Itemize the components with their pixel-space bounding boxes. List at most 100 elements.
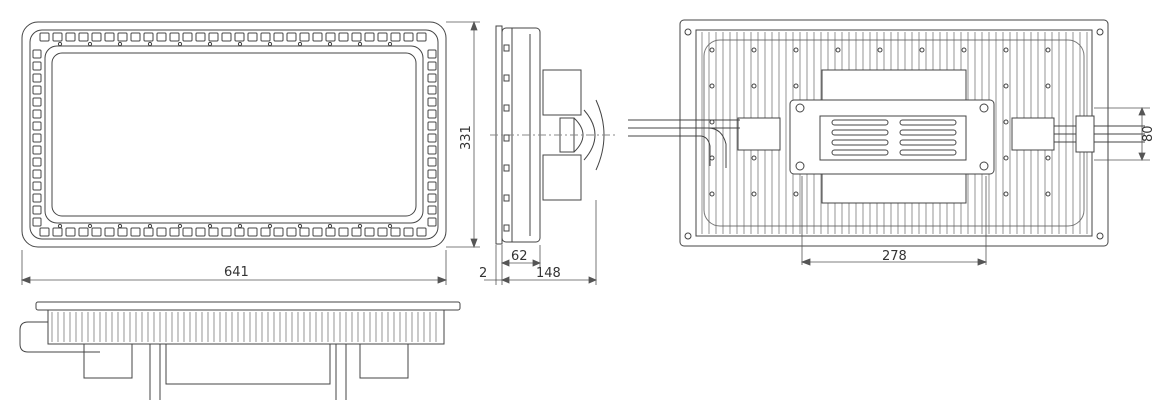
front-slot — [427, 49, 437, 59]
front-slot — [143, 227, 154, 237]
bracket-slot — [899, 119, 957, 126]
front-slot — [312, 32, 323, 42]
bottom-heatsink-base — [47, 309, 445, 345]
front-screw — [357, 41, 363, 47]
back-cable-left — [628, 119, 740, 168]
front-slot — [52, 227, 63, 237]
bracket-slots — [795, 103, 989, 171]
front-slot — [169, 227, 180, 237]
side-tick — [503, 74, 510, 82]
front-slot — [273, 227, 284, 237]
front-slot — [390, 227, 401, 237]
bottom-frame-lip — [35, 301, 461, 311]
front-slot — [32, 97, 42, 107]
front-slot — [32, 133, 42, 143]
front-slot — [169, 32, 180, 42]
front-slot — [364, 32, 375, 42]
front-slot — [247, 227, 258, 237]
front-screw — [147, 41, 153, 47]
front-slot — [312, 227, 323, 237]
front-slot — [427, 145, 437, 155]
back-fin-hole — [919, 47, 925, 53]
back-fin-hole — [709, 119, 715, 125]
bracket-slot — [899, 139, 957, 146]
bracket-bolt — [979, 103, 989, 113]
back-cable-clamp — [1075, 115, 1095, 153]
dim-2-label: 2 — [479, 266, 487, 281]
front-slot — [32, 169, 42, 179]
front-slot — [247, 32, 258, 42]
back-fin-hole — [751, 83, 757, 89]
front-slot — [260, 227, 271, 237]
front-slot — [156, 32, 167, 42]
front-screw — [267, 41, 273, 47]
front-slot — [208, 32, 219, 42]
dim-148-label: 148 — [536, 266, 561, 281]
bracket-slot — [831, 119, 889, 126]
front-screw — [147, 223, 153, 229]
side-view — [490, 25, 615, 245]
side-ticks — [503, 44, 510, 232]
back-outer-frame — [679, 19, 1109, 247]
front-slot — [390, 32, 401, 42]
front-screw — [57, 223, 63, 229]
front-screw — [297, 41, 303, 47]
front-screw — [387, 41, 393, 47]
back-fin-hole — [961, 47, 967, 53]
front-slot — [32, 109, 42, 119]
dim-278 — [800, 176, 988, 266]
front-slot — [299, 227, 310, 237]
front-slot — [260, 32, 271, 42]
front-slot — [299, 32, 310, 42]
dim-278-label: 278 — [882, 249, 907, 264]
front-slot — [416, 227, 427, 237]
front-screw — [57, 41, 63, 47]
front-slot — [117, 227, 128, 237]
back-fin-hole — [1045, 47, 1051, 53]
front-lens-outer — [44, 45, 424, 224]
front-slot — [208, 227, 219, 237]
front-slot — [117, 32, 128, 42]
front-screw — [207, 41, 213, 47]
front-screw — [327, 41, 333, 47]
side-tick — [503, 164, 510, 172]
front-slot — [427, 181, 437, 191]
front-inner-frame — [29, 29, 439, 240]
front-slot — [195, 227, 206, 237]
front-slot — [65, 227, 76, 237]
dim-80 — [1094, 106, 1150, 162]
front-slot — [32, 193, 42, 203]
bottom-driver-left — [83, 343, 133, 379]
back-cable-right — [1054, 125, 1145, 143]
front-slot — [286, 227, 297, 237]
back-fin-hole — [709, 155, 715, 161]
front-slot — [351, 227, 362, 237]
side-driver-top — [542, 69, 582, 116]
bottom-bracket — [165, 343, 331, 385]
back-fin-hole — [835, 47, 841, 53]
front-screw — [177, 223, 183, 229]
front-slot — [32, 73, 42, 83]
front-slot — [427, 133, 437, 143]
front-slot — [403, 227, 414, 237]
front-outer-frame — [21, 21, 447, 248]
bottom-fins — [51, 312, 437, 342]
dim-641 — [20, 250, 448, 285]
front-slot — [427, 205, 437, 215]
back-fin-hole — [793, 83, 799, 89]
front-slot — [221, 227, 232, 237]
bottom-view — [19, 301, 461, 400]
front-slot — [427, 61, 437, 71]
back-fin-hole — [1045, 191, 1051, 197]
bottom-cable-left — [19, 321, 100, 353]
front-slot — [338, 32, 349, 42]
front-screw — [327, 223, 333, 229]
side-tick — [503, 194, 510, 202]
back-view — [628, 19, 1145, 247]
back-fin-hole — [1003, 47, 1009, 53]
front-slot — [286, 32, 297, 42]
front-screw — [177, 41, 183, 47]
front-slot — [427, 85, 437, 95]
back-fin-hole — [751, 191, 757, 197]
back-fin-hole — [1003, 83, 1009, 89]
